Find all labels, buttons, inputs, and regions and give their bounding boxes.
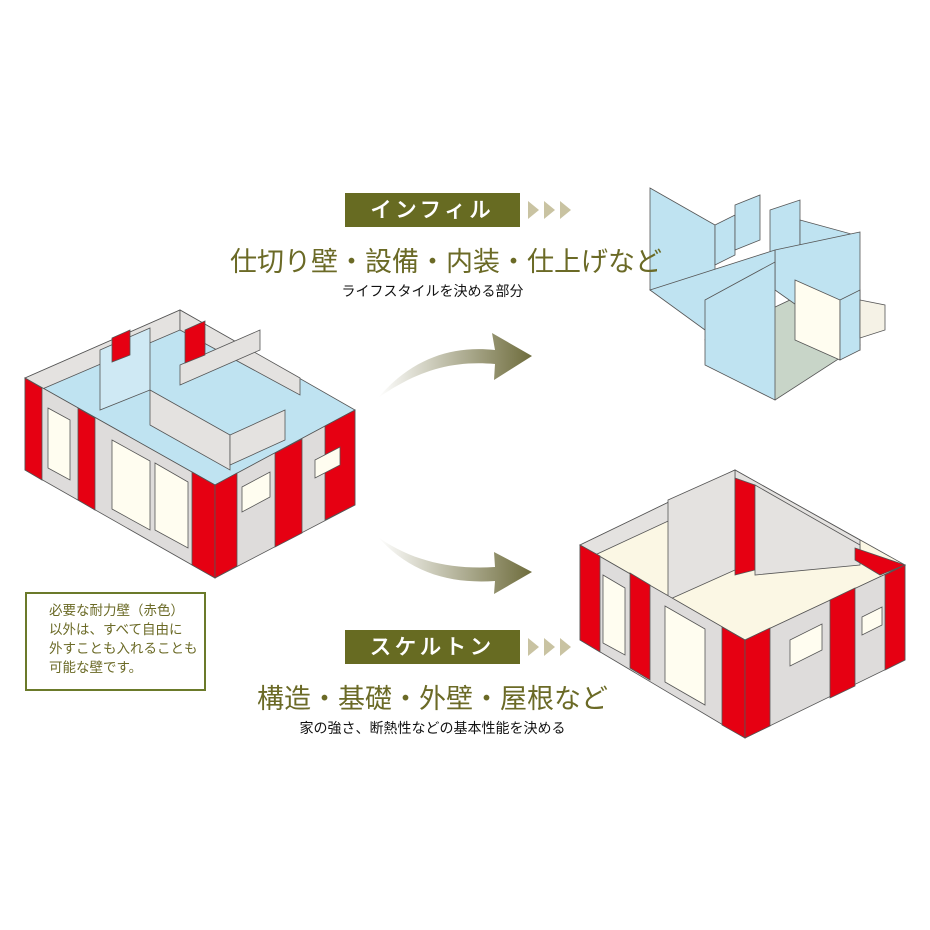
skeleton-triangles-icon — [528, 638, 576, 660]
skeleton-tag: スケルトン — [345, 630, 520, 664]
note-line: 必要な耐力壁（赤色） — [49, 603, 184, 619]
infill-subtitle: ライフスタイルを決める部分 — [341, 284, 524, 300]
infill-illustration — [649, 187, 886, 401]
note-line: 外すことも入れることも — [49, 641, 198, 657]
infill-title: 仕切り壁・設備・内装・仕上げなど — [230, 247, 662, 278]
note-line: 以外は、すべて自由に — [49, 622, 183, 638]
infill-tag: インフィル — [345, 193, 520, 227]
load-bearing-wall-note: 必要な耐力壁（赤色） 以外は、すべて自由に 外すことも入れることも 可能な壁です… — [25, 592, 206, 691]
skeleton-subtitle: 家の強さ、断熱性などの基本性能を決める — [299, 721, 566, 737]
arrow-to-infill — [378, 333, 532, 398]
infill-triangles-icon — [528, 201, 576, 223]
skeleton-title: 構造・基礎・外壁・屋根など — [257, 684, 608, 715]
full-house-illustration — [24, 309, 356, 579]
arrow-to-skeleton — [378, 537, 532, 594]
note-line: 可能な壁です。 — [49, 660, 143, 676]
skeleton-house-illustration — [579, 469, 907, 739]
